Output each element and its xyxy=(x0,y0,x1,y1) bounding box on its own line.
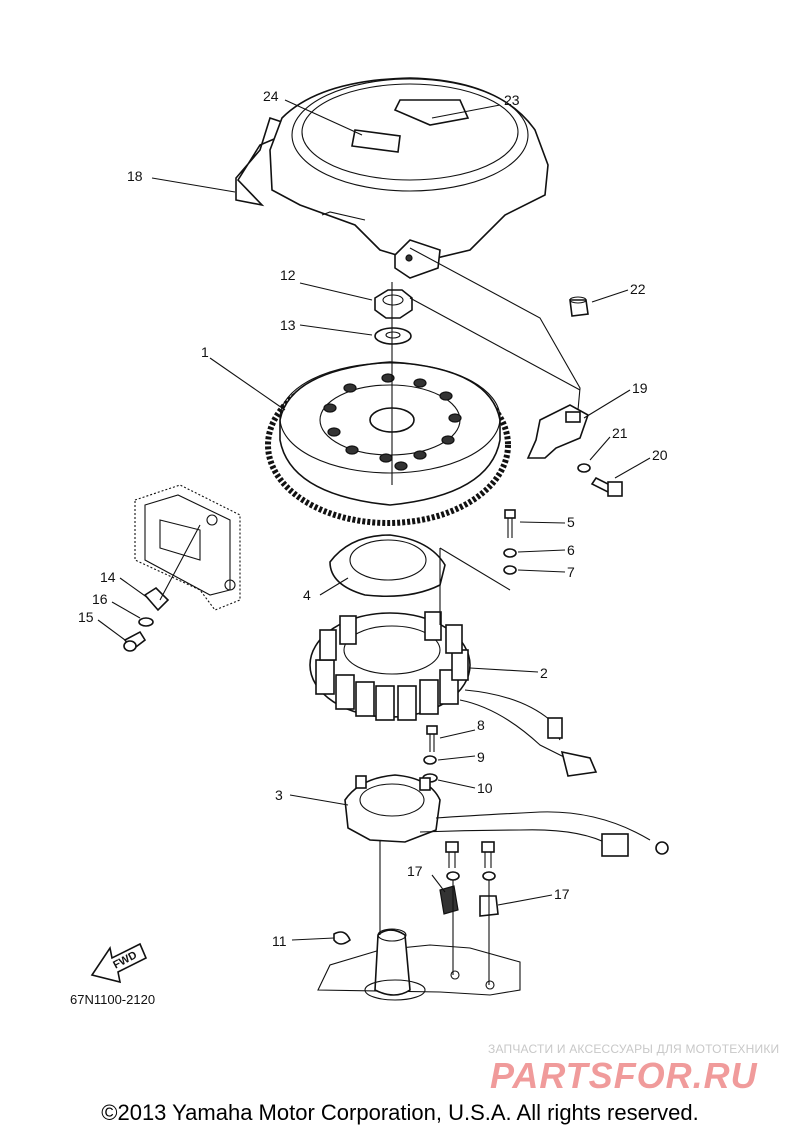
callout-4: 4 xyxy=(303,587,311,603)
washer-7 xyxy=(503,565,517,575)
callout-2: 2 xyxy=(540,665,548,681)
pulser-coil-base xyxy=(344,774,669,857)
stator-ring xyxy=(329,534,446,598)
washer-21 xyxy=(577,463,591,473)
bolt-20 xyxy=(590,476,623,497)
callout-16: 16 xyxy=(92,591,108,607)
callout-13: 13 xyxy=(280,317,296,333)
callout-12: 12 xyxy=(280,267,296,283)
callout-8: 8 xyxy=(477,717,485,733)
callout-6: 6 xyxy=(567,542,575,558)
woodruff-key xyxy=(333,931,351,945)
bolt-left xyxy=(445,841,459,868)
callout-21: 21 xyxy=(612,425,628,441)
callout-20: 20 xyxy=(652,447,668,463)
callout-7: 7 xyxy=(567,564,575,580)
callout-19: 19 xyxy=(632,380,648,396)
bolt-right xyxy=(481,841,495,868)
cap-17-left xyxy=(439,885,459,915)
copyright-notice: ©2013 Yamaha Motor Corporation, U.S.A. A… xyxy=(101,1100,699,1125)
bolt-5 xyxy=(504,509,516,538)
washer-9 xyxy=(423,755,437,765)
callout-22: 22 xyxy=(630,281,646,297)
washer-16 xyxy=(138,617,154,627)
watermark-logo: PARTSFOR.RU xyxy=(490,1055,758,1096)
leader-lines xyxy=(97,99,651,985)
callout-14: 14 xyxy=(100,569,116,585)
pulser-bracket xyxy=(526,404,589,459)
callout-11: 11 xyxy=(272,933,287,949)
washer-17-right xyxy=(482,871,496,881)
flywheel-magneto xyxy=(265,361,511,526)
flywheel-cover xyxy=(235,77,549,279)
callout-24: 24 xyxy=(263,88,279,104)
callout-1: 1 xyxy=(201,344,209,360)
callout-17-right: 17 xyxy=(554,886,570,902)
callout-5: 5 xyxy=(567,514,575,530)
mounting-plate xyxy=(134,484,241,611)
washer-17-left xyxy=(446,871,460,881)
grommet-22 xyxy=(569,296,589,317)
watermark-tagline: ЗАПЧАСТИ И АКСЕССУАРЫ ДЛЯ МОТОТЕХНИКИ xyxy=(488,1042,780,1056)
callout-18: 18 xyxy=(127,168,143,184)
stator-coil xyxy=(309,611,598,777)
callout-10: 10 xyxy=(477,780,493,796)
bolt-15 xyxy=(123,630,147,652)
callout-15: 15 xyxy=(78,609,94,625)
callout-17-left: 17 xyxy=(407,863,423,879)
callout-labels: 24 23 18 12 22 13 1 19 21 20 5 6 7 14 4 … xyxy=(70,88,668,1007)
fwd-arrow: FWD xyxy=(90,942,148,984)
callout-23: 23 xyxy=(504,92,520,108)
drawing-code: 67N1100-2120 xyxy=(70,992,155,1007)
crankcase xyxy=(317,928,521,1001)
washer-6 xyxy=(503,548,517,558)
callout-9: 9 xyxy=(477,749,485,765)
flywheel-washer xyxy=(374,327,412,345)
bolt-8 xyxy=(426,725,438,752)
flywheel-nut xyxy=(374,289,413,319)
clamp-bracket xyxy=(143,586,170,612)
callout-3: 3 xyxy=(275,787,283,803)
